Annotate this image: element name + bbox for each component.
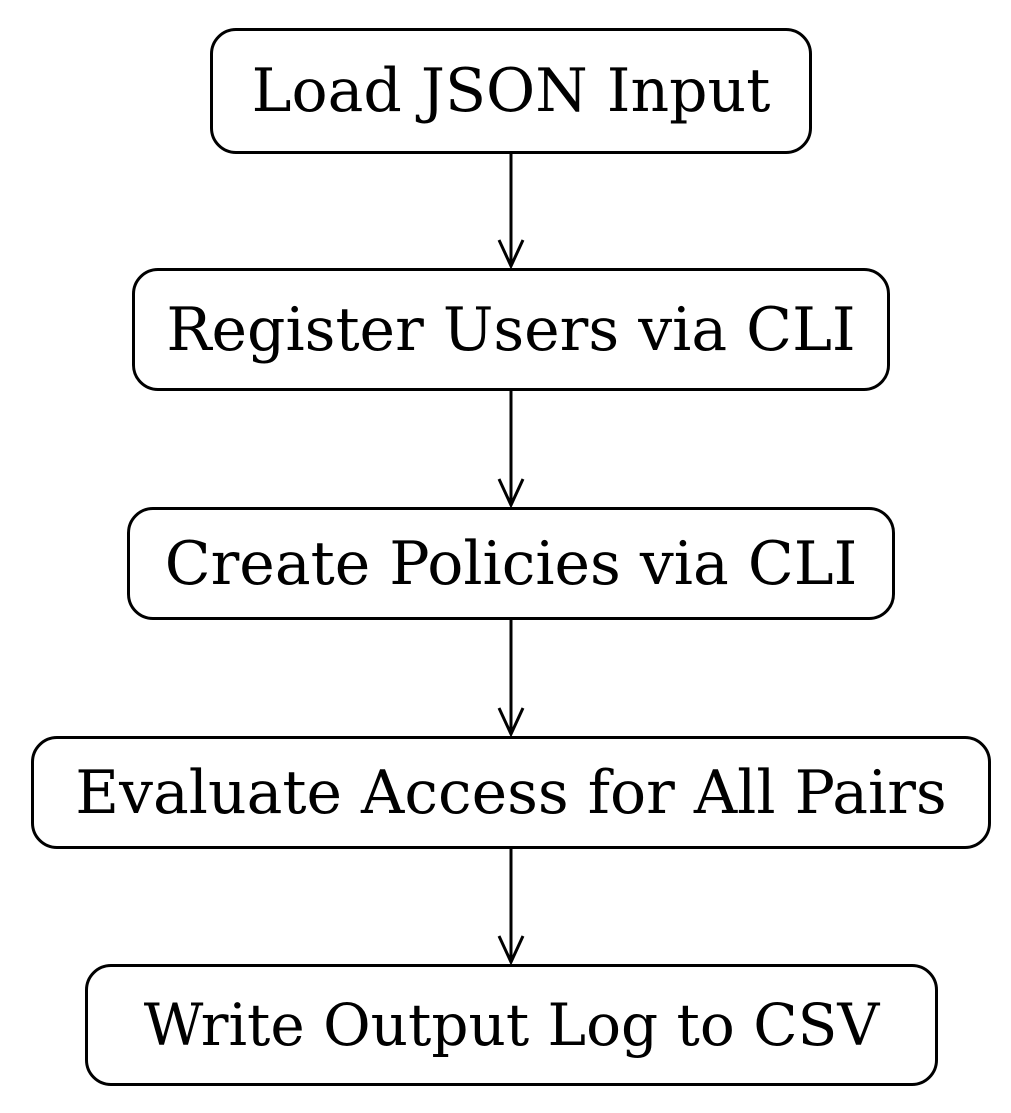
step-label: Load JSON Input [251, 56, 771, 126]
connector-arrow-1 [497, 154, 525, 270]
step-label: Create Policies via CLI [164, 528, 858, 599]
step-load-json-input: Load JSON Input [210, 28, 812, 154]
connector-arrow-4 [497, 849, 525, 966]
step-label: Register Users via CLI [166, 294, 856, 365]
step-label: Write Output Log to CSV [143, 991, 880, 1059]
connector-arrow-2 [497, 391, 525, 509]
step-register-users: Register Users via CLI [132, 268, 890, 391]
step-write-output-log: Write Output Log to CSV [85, 964, 938, 1086]
step-create-policies: Create Policies via CLI [127, 507, 895, 620]
step-evaluate-access: Evaluate Access for All Pairs [31, 736, 991, 849]
step-label: Evaluate Access for All Pairs [75, 757, 947, 828]
connector-arrow-3 [497, 620, 525, 738]
